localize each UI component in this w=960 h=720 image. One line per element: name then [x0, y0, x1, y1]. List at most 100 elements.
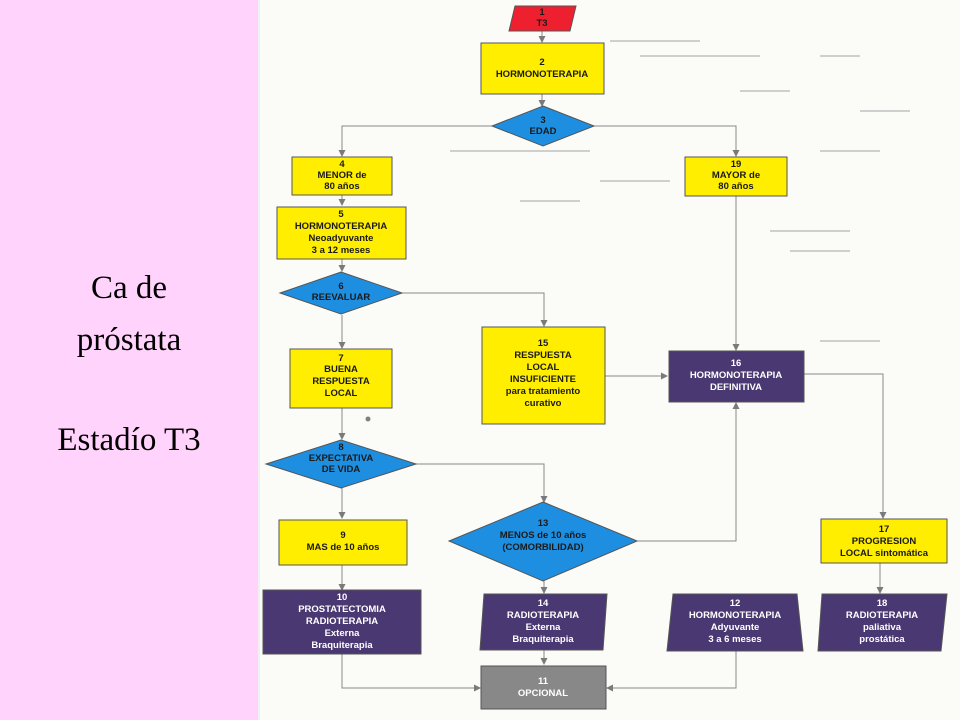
node-8-line-2: DE VIDA	[322, 464, 361, 475]
node-11-box	[480, 665, 607, 710]
node-4-label: 4 MENOR de 80 años	[317, 159, 366, 192]
node-18-line-2: paliativa	[863, 622, 902, 633]
node-6-line-1: REEVALUAR	[312, 292, 371, 303]
node-17-label: 17 PROGRESION LOCAL sintomática	[840, 524, 929, 559]
node-8-num: 8	[338, 442, 343, 453]
node-18-num: 18	[877, 598, 888, 609]
node-7-box	[289, 348, 393, 409]
node-15-label: 15 RESPUESTA LOCAL INSUFICIENTE para tra…	[506, 338, 581, 409]
node-16-line-2: DEFINITIVA	[710, 382, 762, 393]
node-5-num: 5	[338, 209, 344, 220]
node-1-num: 1	[539, 7, 545, 18]
node-19-label: 19 MAYOR de 80 años	[712, 159, 760, 192]
node-1-start	[508, 5, 577, 32]
node-9-box	[278, 519, 408, 566]
flowchart-area: 1 T3 2 HORMONOTERAPIA 3 EDAD 4 MENOR de …	[260, 0, 960, 720]
node-15-line-3: INSUFICIENTE	[510, 374, 576, 385]
sidebar-panel: Ca de próstata Estadío T3	[0, 0, 258, 720]
node-14-label: 14 RADIOTERAPIA Externa Braquiterapia	[507, 598, 579, 645]
node-19-num: 19	[731, 159, 742, 170]
node-9-num: 9	[340, 530, 345, 541]
node-10-line-1: PROSTATECTOMIA	[298, 604, 386, 615]
node-1-label: 1 T3	[536, 7, 547, 29]
node-14-line-2: Externa	[526, 622, 562, 633]
node-19-line-2: 80 años	[718, 181, 753, 192]
node-10-line-3: Externa	[325, 628, 361, 639]
scan-noise	[365, 40, 910, 422]
node-2-label: 2 HORMONOTERAPIA	[496, 57, 589, 80]
node-12-num: 12	[730, 598, 741, 609]
node-11-label: 11 OPCIONAL	[518, 676, 568, 699]
node-14-line-3: Braquiterapia	[512, 634, 574, 645]
node-12-line-2: Adyuvante	[711, 622, 760, 633]
node-17-line-2: LOCAL sintomática	[840, 548, 929, 559]
node-16-box	[668, 350, 805, 403]
node-18-label: 18 RADIOTERAPIA paliativa prostática	[846, 598, 918, 645]
node-6-num: 6	[338, 281, 343, 292]
node-12-box	[666, 593, 804, 652]
node-4-line-1: MENOR de	[317, 170, 366, 181]
node-13-decision	[447, 501, 639, 582]
node-14-line-1: RADIOTERAPIA	[507, 610, 579, 621]
node-7-num: 7	[338, 353, 343, 364]
node-12-line-3: 3 a 6 meses	[708, 634, 761, 645]
node-12-label: 12 HORMONOTERAPIA Adyuvante 3 a 6 meses	[689, 598, 782, 645]
node-2-num: 2	[539, 57, 544, 68]
node-16-num: 16	[731, 358, 742, 369]
node-10-line-2: RADIOTERAPIA	[306, 616, 378, 627]
node-6-decision	[278, 271, 404, 315]
stage-label: Estadío T3	[57, 422, 201, 458]
node-18-line-3: prostática	[859, 634, 905, 645]
node-3-num: 3	[540, 115, 545, 126]
node-2-line-1: HORMONOTERAPIA	[496, 69, 589, 80]
node-15-num: 15	[538, 338, 549, 349]
node-10-label: 10 PROSTATECTOMIA RADIOTERAPIA Externa B…	[298, 592, 386, 651]
node-6-label: 6 REEVALUAR	[312, 281, 371, 303]
node-2-box	[480, 42, 605, 95]
title-line-2: próstata	[76, 322, 182, 358]
node-8-decision	[264, 439, 418, 489]
node-7-line-3: LOCAL	[325, 388, 358, 399]
node-14-box	[479, 593, 608, 651]
node-17-num: 17	[879, 524, 890, 535]
node-8-line-1: EXPECTATIVA	[309, 453, 374, 464]
node-9-line-1: MAS de 10 años	[307, 542, 380, 553]
node-3-line-1: EDAD	[530, 126, 557, 137]
node-14-num: 14	[538, 598, 549, 609]
node-4-box	[291, 156, 393, 196]
node-13-num: 13	[538, 518, 549, 529]
node-9-label: 9 MAS de 10 años	[307, 530, 380, 553]
node-5-line-3: 3 a 12 meses	[312, 245, 371, 256]
node-13-line-1: MENOS de 10 años	[500, 530, 587, 541]
node-4-line-2: 80 años	[324, 181, 359, 192]
node-10-num: 10	[337, 592, 348, 603]
sidebar-divider	[258, 0, 260, 720]
node-3-decision	[490, 105, 596, 147]
node-15-line-4: para tratamiento	[506, 386, 581, 397]
node-4-num: 4	[339, 159, 345, 170]
flowchart-diagram: 1 T3 2 HORMONOTERAPIA 3 EDAD 4 MENOR de …	[262, 5, 948, 710]
node-8-label: 8 EXPECTATIVA DE VIDA	[309, 442, 374, 475]
title-line-1: Ca de	[90, 270, 168, 306]
node-5-box	[276, 206, 407, 260]
node-13-label: 13 MENOS de 10 años (COMORBILIDAD)	[500, 518, 587, 553]
node-7-line-2: RESPUESTA	[312, 376, 370, 387]
node-19-box	[684, 156, 788, 197]
node-11-num: 11	[538, 676, 549, 687]
node-15-line-1: RESPUESTA	[514, 350, 572, 361]
node-16-line-1: HORMONOTERAPIA	[690, 370, 783, 381]
node-16-label: 16 HORMONOTERAPIA DEFINITIVA	[690, 358, 783, 393]
node-15-line-2: LOCAL	[527, 362, 560, 373]
node-19-line-1: MAYOR de	[712, 170, 760, 181]
node-17-line-1: PROGRESION	[852, 536, 917, 547]
node-15-line-5: curativo	[525, 398, 562, 409]
node-7-label: 7 BUENA RESPUESTA LOCAL	[312, 353, 370, 399]
node-18-line-1: RADIOTERAPIA	[846, 610, 918, 621]
node-13-line-2: (COMORBILIDAD)	[502, 542, 583, 553]
connectors	[338, 30, 887, 692]
node-5-line-1: HORMONOTERAPIA	[295, 221, 388, 232]
node-3-label: 3 EDAD	[530, 115, 557, 137]
node-12-line-1: HORMONOTERAPIA	[689, 610, 782, 621]
node-1-line-1: T3	[536, 18, 547, 29]
node-11-line-1: OPCIONAL	[518, 688, 568, 699]
